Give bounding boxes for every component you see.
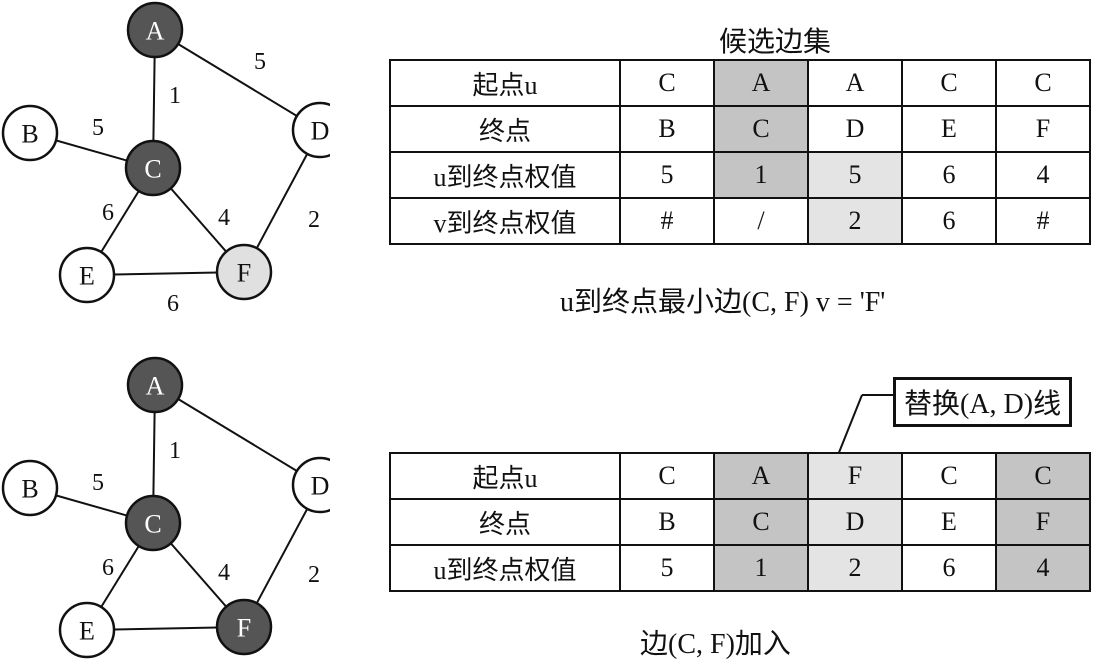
- table-cell: A: [807, 59, 903, 107]
- table-row: 终点 B C D E F: [389, 105, 1091, 153]
- edge-weight-A-D: 5: [254, 49, 266, 75]
- table-cell: 6: [901, 544, 997, 592]
- table-cell: D: [807, 498, 903, 546]
- table-row: u到终点权值 5 1 5 6 4: [389, 151, 1091, 199]
- table-cell: D: [807, 105, 903, 153]
- node-D: [291, 456, 330, 514]
- table-cell: A: [713, 59, 809, 107]
- node-label-E: E: [79, 262, 95, 291]
- bottom-caption: 边(C, F)加入: [640, 629, 791, 660]
- table-cell: C: [619, 59, 715, 107]
- node-E: [58, 246, 116, 304]
- node-B: [1, 459, 59, 517]
- node-C: [124, 139, 182, 197]
- row-header: v到终点权值: [389, 197, 621, 245]
- edge-weight-E-F: 6: [167, 291, 179, 317]
- table-cell: 2: [807, 197, 903, 245]
- table-cell: E: [901, 105, 997, 153]
- table-cell: 4: [995, 544, 1091, 592]
- table-cell: 5: [619, 151, 715, 199]
- node-A: [126, 1, 184, 59]
- top-graph: 1 5 5 6 4 2 6 A B C D E F: [1, 1, 330, 317]
- table-row: u到终点权值 5 1 2 6 4: [389, 544, 1091, 592]
- bottom-graph: 1 5 6 4 2 A B C D E F: [1, 356, 330, 659]
- node-label-A: A: [146, 372, 165, 401]
- table-cell: /: [713, 197, 809, 245]
- edge-weight-B-C: 5: [92, 470, 104, 496]
- edge-weight-A-C: 1: [169, 83, 181, 109]
- table-cell: C: [713, 498, 809, 546]
- table-cell: C: [619, 452, 715, 500]
- edge-weight-A-C: 1: [169, 438, 181, 464]
- edge-A-D: [154, 384, 321, 486]
- table-cell: C: [901, 59, 997, 107]
- top-candidate-table: 起点u C A A C C 终点 B C D E F u到终点权值 5 1 5 …: [389, 59, 1091, 245]
- table-cell: #: [995, 197, 1091, 245]
- node-F: [215, 598, 273, 656]
- table-cell: 2: [807, 544, 903, 592]
- node-label-C: C: [144, 510, 161, 539]
- row-header: u到终点权值: [389, 544, 621, 592]
- replace-edge-callout: 替换(A, D)线: [893, 377, 1073, 427]
- node-C: [124, 494, 182, 552]
- node-label-E: E: [79, 617, 95, 646]
- table-cell: B: [619, 498, 715, 546]
- table-cell: 4: [995, 151, 1091, 199]
- table-cell: C: [901, 452, 997, 500]
- table-cell: C: [995, 59, 1091, 107]
- node-label-A: A: [146, 17, 165, 46]
- table-cell: C: [713, 105, 809, 153]
- table-row: v到终点权值 # / 2 6 #: [389, 197, 1091, 245]
- table-cell: 1: [713, 544, 809, 592]
- node-label-D: D: [311, 117, 330, 146]
- edge-weight-B-C: 5: [92, 115, 104, 141]
- table-row: 终点 B C D E F: [389, 498, 1091, 546]
- edge-weight-D-F: 2: [308, 562, 320, 588]
- node-A: [126, 356, 184, 414]
- edge-A-D: [154, 29, 321, 131]
- row-header: 起点u: [389, 452, 621, 500]
- node-B: [1, 104, 59, 162]
- table-cell: #: [619, 197, 715, 245]
- table-cell: 5: [619, 544, 715, 592]
- edge-weight-C-F: 4: [218, 560, 230, 586]
- table-cell: F: [807, 452, 903, 500]
- table-cell: F: [995, 105, 1091, 153]
- node-label-C: C: [144, 155, 161, 184]
- edge-weight-C-F: 4: [218, 205, 230, 231]
- row-header: 起点u: [389, 59, 621, 107]
- row-header: 终点: [389, 105, 621, 153]
- node-F: [215, 243, 273, 301]
- table-cell: E: [901, 498, 997, 546]
- node-E: [58, 601, 116, 659]
- table-row: 起点u C A A C C: [389, 59, 1091, 107]
- node-label-B: B: [21, 120, 38, 149]
- table-cell: 6: [901, 197, 997, 245]
- table-cell: F: [995, 498, 1091, 546]
- table-row: 起点u C A F C C: [389, 452, 1091, 500]
- node-label-F: F: [237, 259, 251, 288]
- candidate-edge-set-title: 候选边集: [718, 27, 831, 58]
- node-label-D: D: [311, 472, 330, 501]
- table-cell: B: [619, 105, 715, 153]
- table-cell: 6: [901, 151, 997, 199]
- table-cell: 5: [807, 151, 903, 199]
- edge-weight-D-F: 2: [308, 207, 320, 233]
- table-cell: A: [713, 452, 809, 500]
- row-header: 终点: [389, 498, 621, 546]
- node-D: [291, 101, 330, 159]
- edge-weight-C-E: 6: [102, 200, 114, 226]
- row-header: u到终点权值: [389, 151, 621, 199]
- table-cell: C: [995, 452, 1091, 500]
- node-label-F: F: [237, 614, 251, 643]
- top-caption: u到终点最小边(C, F) v = 'F': [560, 287, 886, 318]
- edge-weight-C-E: 6: [102, 555, 114, 581]
- node-label-B: B: [21, 475, 38, 504]
- table-cell: 1: [713, 151, 809, 199]
- bottom-candidate-table: 起点u C A F C C 终点 B C D E F u到终点权值 5 1 2 …: [389, 452, 1091, 592]
